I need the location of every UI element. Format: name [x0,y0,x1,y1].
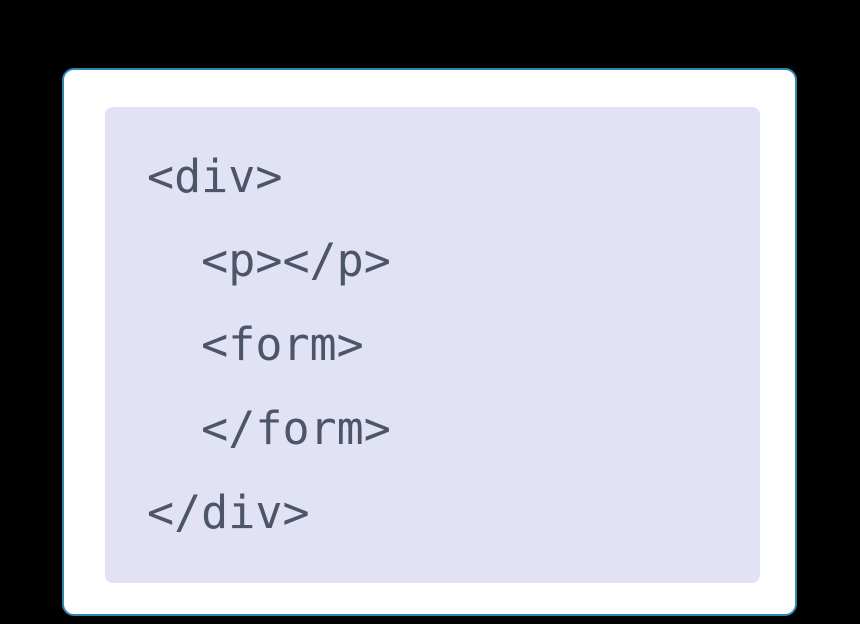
code-snippet-panel: <div> <p></p> <form> </form> </div> [105,107,760,583]
code-line-div-close: </div> [147,486,310,539]
code-line-p: <p></p> [147,234,391,287]
code-line-form-close: </form> [147,402,391,455]
code-line-form-open: <form> [147,318,364,371]
code-card: <div> <p></p> <form> </form> </div> [62,68,797,616]
code-line-div-open: <div> [147,150,283,203]
